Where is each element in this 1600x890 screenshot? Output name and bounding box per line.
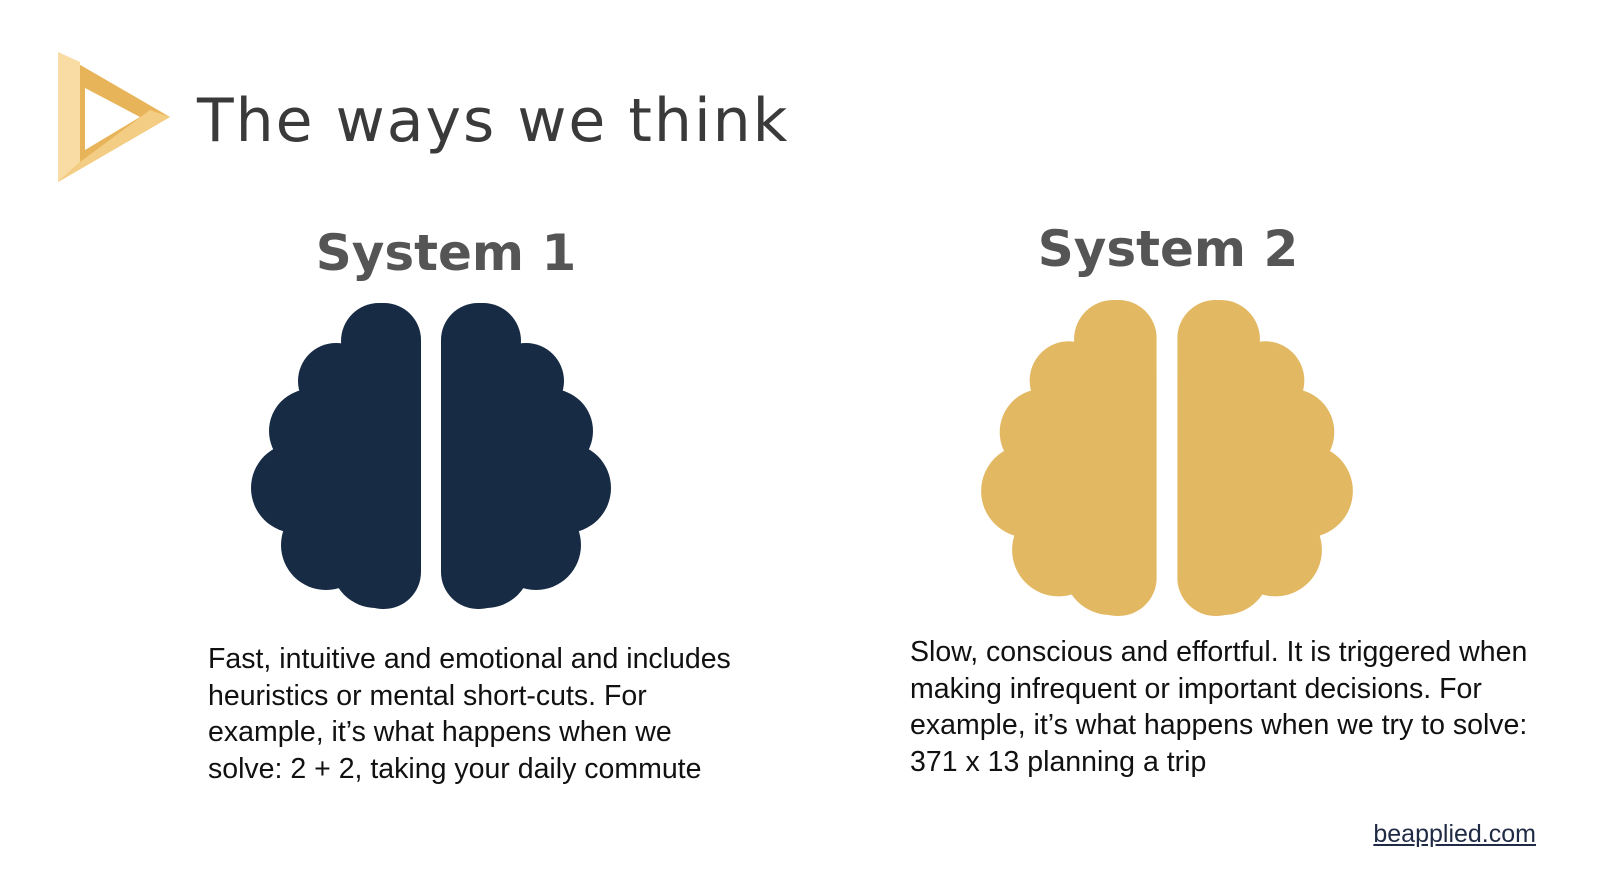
play-triangle-logo-icon [58,52,170,182]
system-1-description: Fast, intuitive and emotional and includ… [208,643,731,785]
system-2-description: Slow, conscious and effortful. It is tri… [910,636,1528,778]
footer-website-link[interactable]: beapplied.com [1373,820,1536,848]
system-2-heading: System 2 [1037,220,1299,278]
slide-title: The ways we think [197,86,790,156]
system-1-heading: System 1 [315,224,577,282]
brain-icon [981,300,1353,616]
brain-icon [251,303,611,609]
